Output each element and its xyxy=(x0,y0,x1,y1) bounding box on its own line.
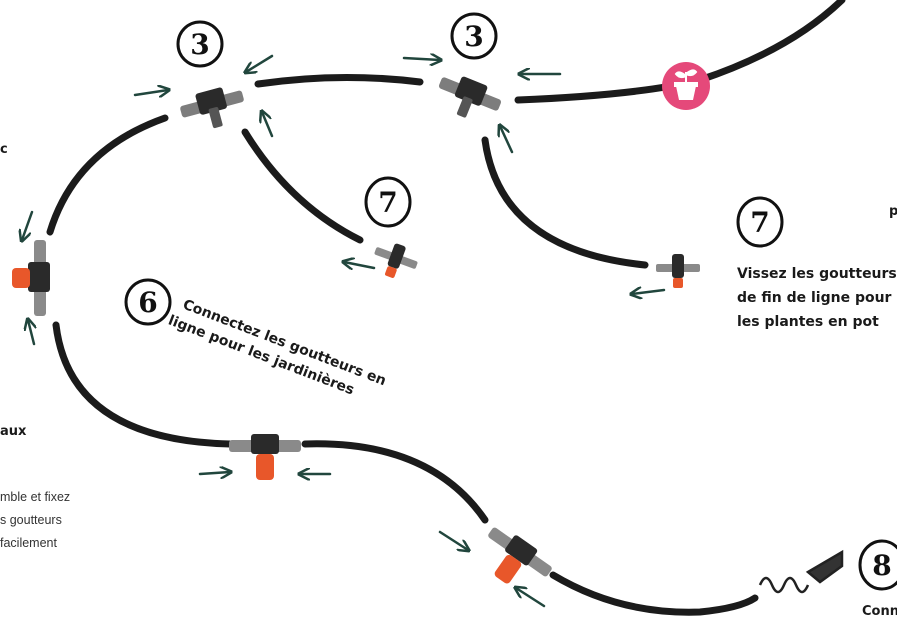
left-edge-paragraph-line3: facilement xyxy=(0,536,57,550)
step-7b-number: 7 xyxy=(750,206,769,239)
step7-caption-line2: de fin de ligne pour xyxy=(737,290,892,306)
spring-stake xyxy=(758,549,844,594)
step-7a-number: 7 xyxy=(378,186,397,219)
tube-left-upper xyxy=(46,114,169,236)
flow-arrows xyxy=(22,54,666,608)
arrow-4 xyxy=(402,58,440,60)
tubing xyxy=(46,0,846,616)
tube-branch-1 xyxy=(241,128,364,244)
tube-bottom-right xyxy=(549,571,759,616)
inline-dripper-bottom-right xyxy=(488,527,552,584)
arrow-10 xyxy=(632,290,666,294)
left-edge-paragraph: mble et fixez s goutteurs facilement xyxy=(0,486,70,555)
step8-caption-fragment: Conn xyxy=(862,604,897,619)
left-edge-fragment-2: aux xyxy=(0,424,27,439)
arrow-1 xyxy=(133,90,168,95)
left-edge-paragraph-line1: mble et fixez xyxy=(0,490,71,504)
end-dripper-left xyxy=(374,243,418,278)
step-6-circle xyxy=(124,278,172,326)
left-edge-paragraph-line2: s goutteurs xyxy=(0,513,62,527)
step-7a-circle xyxy=(364,176,412,228)
arrow-11 xyxy=(198,472,230,474)
t-connector-left xyxy=(180,87,244,129)
end-dripper-right xyxy=(656,254,700,288)
arrow-7 xyxy=(22,210,34,240)
arrow-8 xyxy=(28,320,34,346)
step-7b-circle xyxy=(736,196,784,248)
tube-left-lower xyxy=(52,321,234,448)
step-3a-circle xyxy=(176,20,224,68)
step7-caption: Vissez les goutteurs de fin de ligne pou… xyxy=(737,262,897,334)
tube-top-middle xyxy=(254,73,424,88)
arrow-6 xyxy=(500,126,514,154)
arrow-14 xyxy=(516,588,546,608)
step-6-number: 6 xyxy=(138,286,157,319)
step7-caption-line1: Vissez les goutteurs xyxy=(737,266,897,282)
arrow-2 xyxy=(246,54,274,72)
inline-dripper-bottom xyxy=(229,434,301,480)
right-edge-fragment: p xyxy=(889,204,897,219)
t-connector-right xyxy=(438,76,502,118)
step-3b-number: 3 xyxy=(464,20,483,53)
step-8-circle xyxy=(858,539,897,591)
arrow-3 xyxy=(262,112,274,138)
step-3a-number: 3 xyxy=(190,28,209,61)
left-edge-fragment-1: c xyxy=(0,142,8,157)
tube-bottom-middle xyxy=(301,440,489,524)
step-3b-circle xyxy=(450,12,498,60)
arrow-9 xyxy=(344,262,376,268)
tube-branch-2 xyxy=(481,136,649,269)
inline-dripper-left xyxy=(12,240,50,316)
step7-caption-line3: les plantes en pot xyxy=(737,314,879,330)
plant-pot-icon xyxy=(662,62,710,110)
arrow-13 xyxy=(438,530,468,550)
step-8-number: 8 xyxy=(872,549,891,582)
